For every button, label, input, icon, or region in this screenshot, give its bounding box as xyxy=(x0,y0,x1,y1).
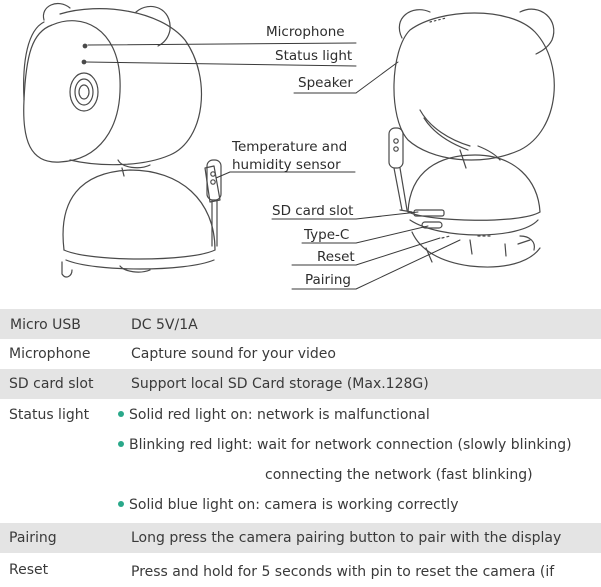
row-value: Press and hold for 5 seconds with pin to… xyxy=(131,564,555,580)
bullet-dot-icon xyxy=(118,411,124,417)
bullet-dot-icon xyxy=(118,441,124,447)
callout-microphone: Microphone xyxy=(266,24,345,40)
table-row-status-light: Status light Solid red light on: network… xyxy=(0,399,601,521)
row-key: Reset xyxy=(9,562,49,578)
callout-reset: Reset xyxy=(317,249,355,265)
status-bullet-continuation: connecting the network (fast blinking) xyxy=(265,467,533,483)
callout-speaker: Speaker xyxy=(298,75,353,91)
table-row-sd-card-slot: SD card slot Support local SD Card stora… xyxy=(0,369,601,399)
bullet-dot-icon xyxy=(118,501,124,507)
row-value: DC 5V/1A xyxy=(131,317,198,333)
rear-camera-drawing xyxy=(388,8,555,268)
status-bullet-item: Solid blue light on: camera is working c… xyxy=(118,497,459,513)
callout-type-c: Type-C xyxy=(304,227,350,243)
table-row-pairing: Pairing Long press the camera pairing bu… xyxy=(0,523,601,553)
table-row-reset: Reset Press and hold for 5 seconds with … xyxy=(0,555,601,585)
camera-illustration xyxy=(23,3,555,290)
row-value: Long press the camera pairing button to … xyxy=(131,530,562,546)
status-bullet-item: Solid red light on: network is malfuncti… xyxy=(118,407,430,423)
front-camera-drawing xyxy=(23,3,222,278)
callout-pairing: Pairing xyxy=(305,272,351,288)
row-key: Micro USB xyxy=(10,317,81,333)
row-value: Capture sound for your video xyxy=(131,346,336,362)
table-row-microphone: Microphone Capture sound for your video xyxy=(0,339,601,369)
callout-temperature-line1: Temperature and xyxy=(232,139,348,155)
row-key: Pairing xyxy=(9,530,57,546)
callout-sd-card-slot: SD card slot xyxy=(272,203,354,219)
row-value: Support local SD Card storage (Max.128G) xyxy=(131,376,429,392)
status-bullet-item: Blinking red light: wait for network con… xyxy=(118,437,572,453)
callout-status-light: Status light xyxy=(275,48,353,64)
row-key: SD card slot xyxy=(9,376,94,392)
callout-lines xyxy=(85,42,461,290)
camera-diagram: Microphone Status light Speaker Temperat… xyxy=(23,3,555,290)
table-row-micro-usb: Micro USB DC 5V/1A xyxy=(0,309,601,339)
row-key: Microphone xyxy=(9,346,91,362)
row-key: Status light xyxy=(9,407,90,423)
callout-temperature-line2: humidity sensor xyxy=(232,157,341,173)
